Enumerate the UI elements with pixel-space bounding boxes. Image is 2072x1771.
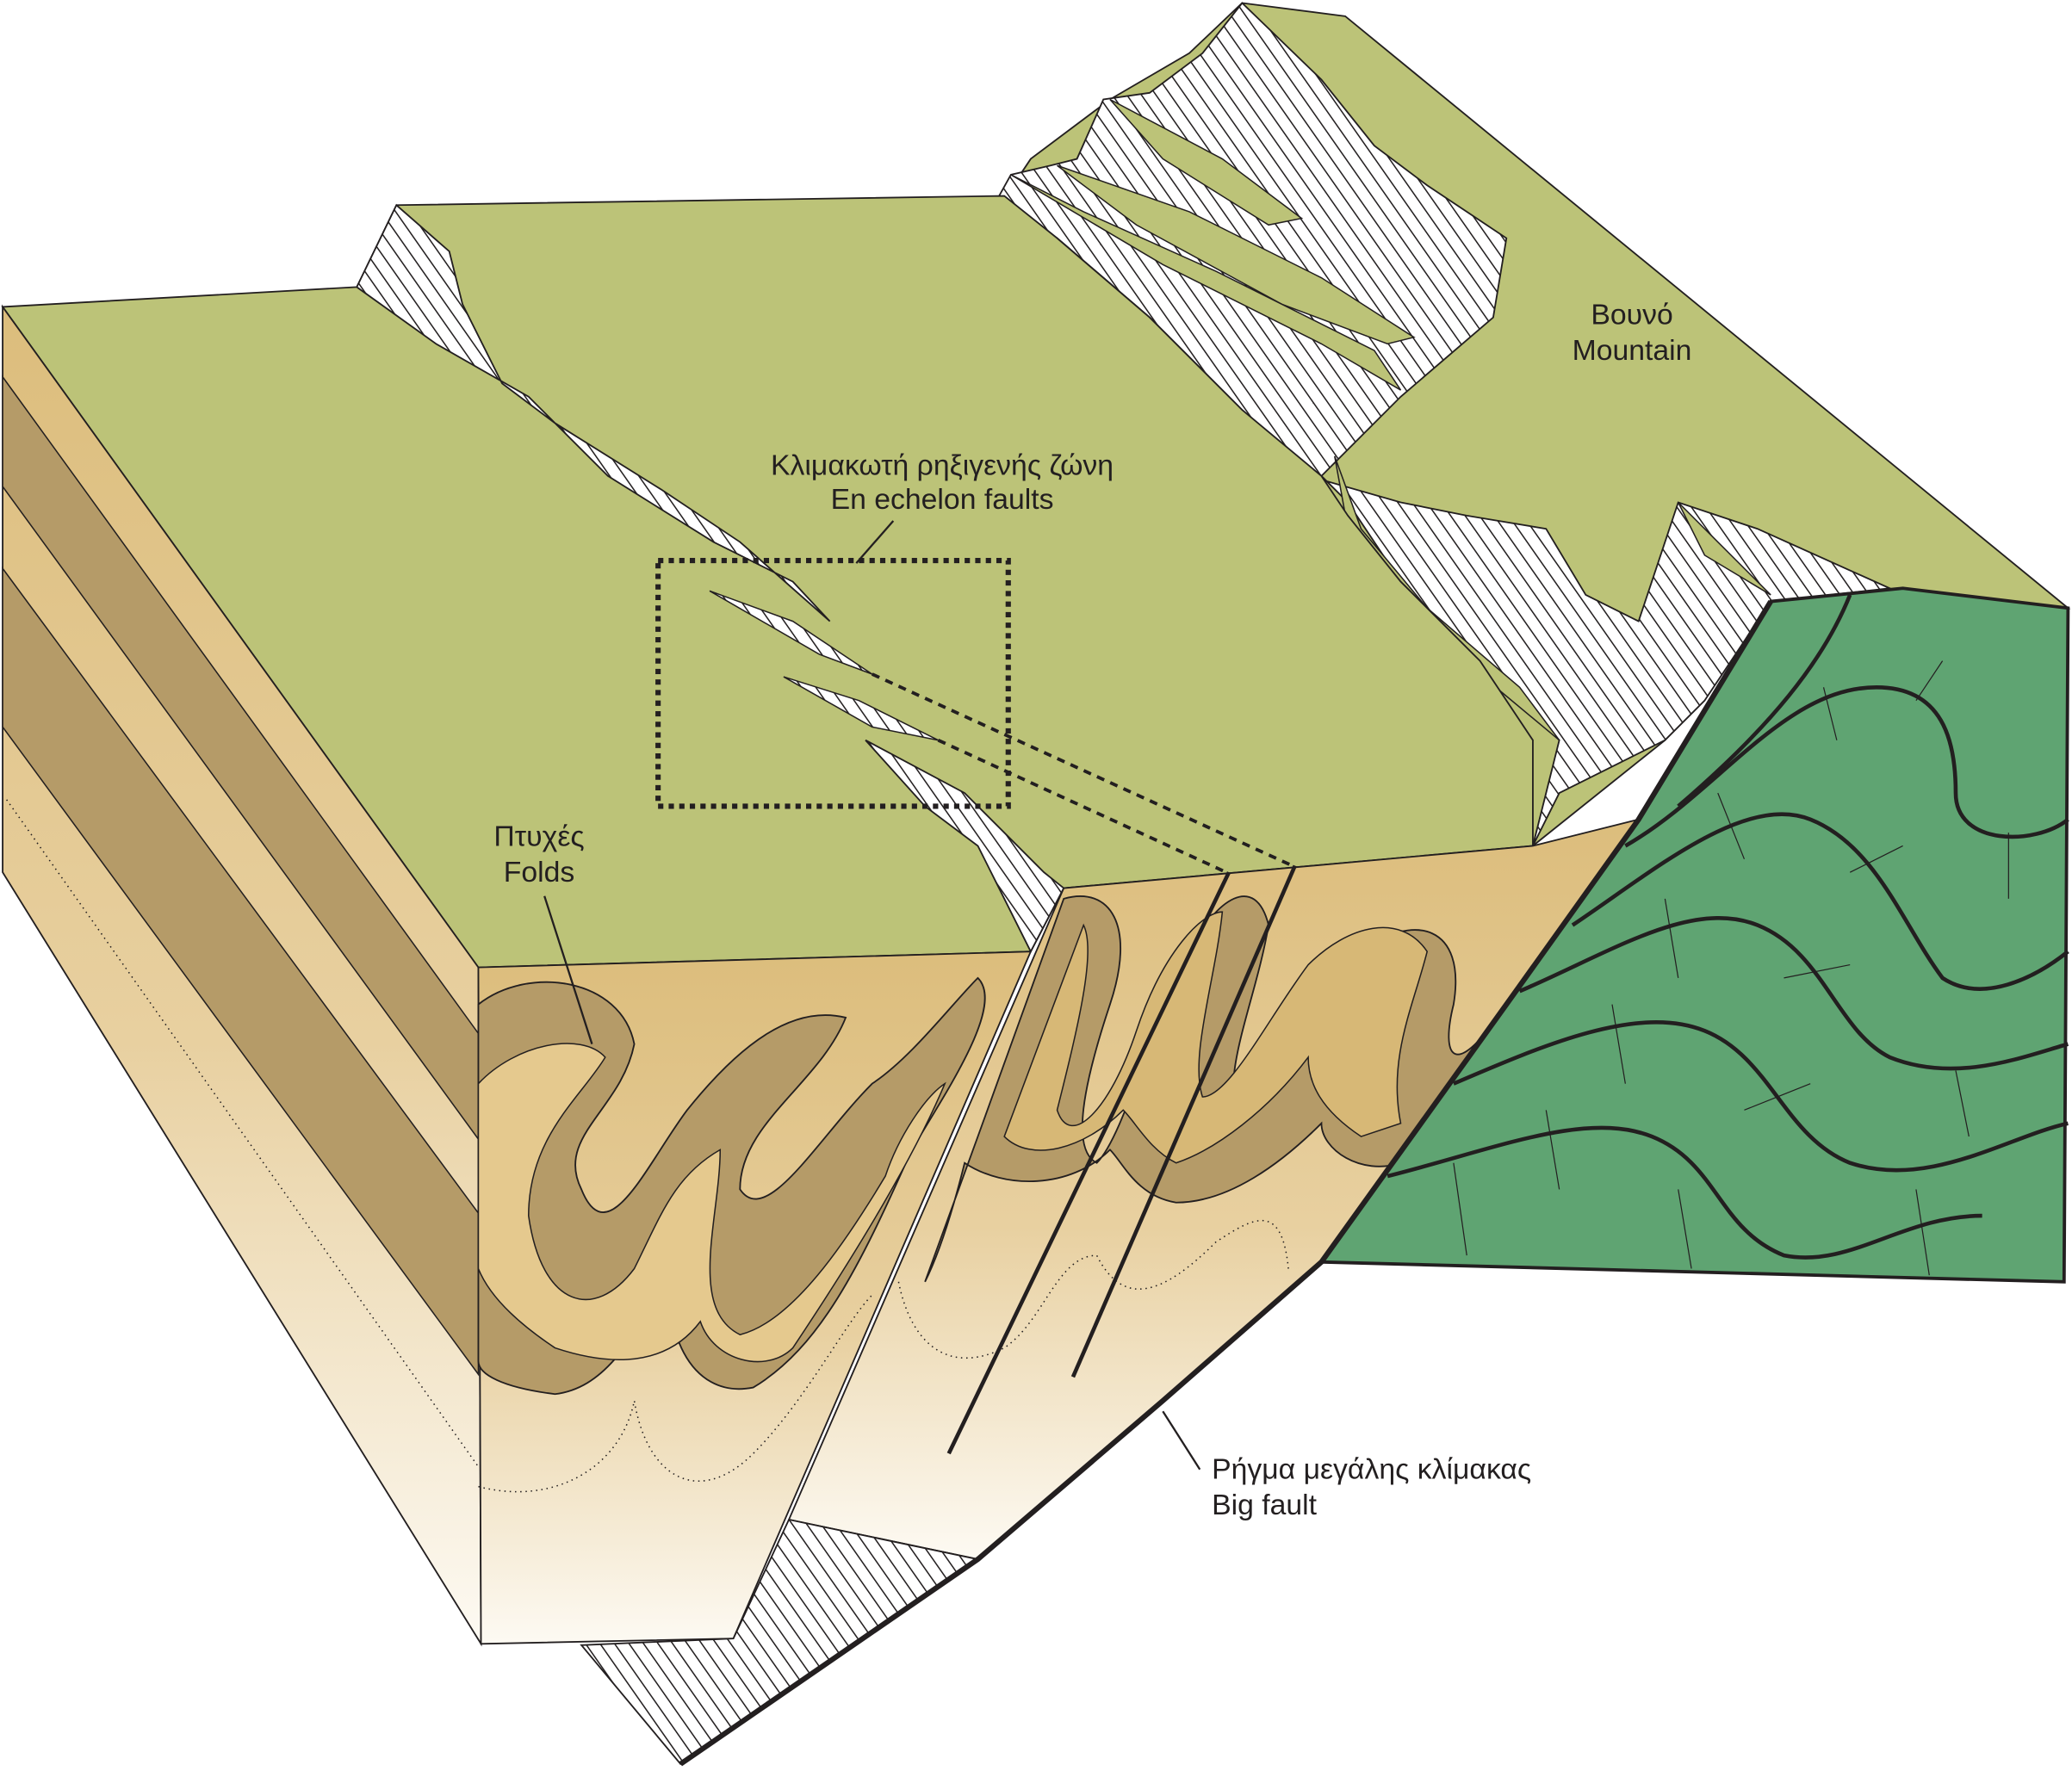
big-fault-line [679,600,1773,1767]
label-echelon-en: En echelon faults [831,483,1054,516]
label-echelon-gr: Κλιμακωτή ρηξιγενής ζώνη [771,449,1114,481]
basement-joints [1453,660,2009,1276]
label-mountain-gr: Βουνό [1591,298,1672,331]
scarp-sliver [1057,164,1416,345]
fault-projection [937,738,1227,874]
echelon-highlight-box [655,557,1011,809]
minor-fault [946,871,1231,1455]
scarp-sliver [1109,98,1304,226]
fold-layer-light [1003,911,1429,1164]
scarp-sliver [1678,501,1771,596]
label-folds-gr: Πτυχές [493,820,584,852]
fold-layer-light [477,1043,946,1363]
fault-plane-hatched [580,1518,980,1766]
fault-projection [871,672,1293,868]
leader-echelon [855,520,895,564]
label-folds-en: Folds [504,856,575,889]
scarp-sliver [1010,174,1402,391]
left-scarp-hatched [356,203,831,622]
label-mountain-en: Mountain [1573,334,1692,367]
leader-bigfault [1162,1410,1201,1471]
label-bigfault-en: Big fault [1212,1489,1318,1521]
leader-folds [543,895,593,1044]
minor-fault [1070,864,1297,1378]
dotted-horizon [478,1294,873,1493]
layer-band [2,566,480,1377]
label-bigfault-gr: Ρήγμα μεγάλης κλίμακας [1212,1452,1531,1485]
